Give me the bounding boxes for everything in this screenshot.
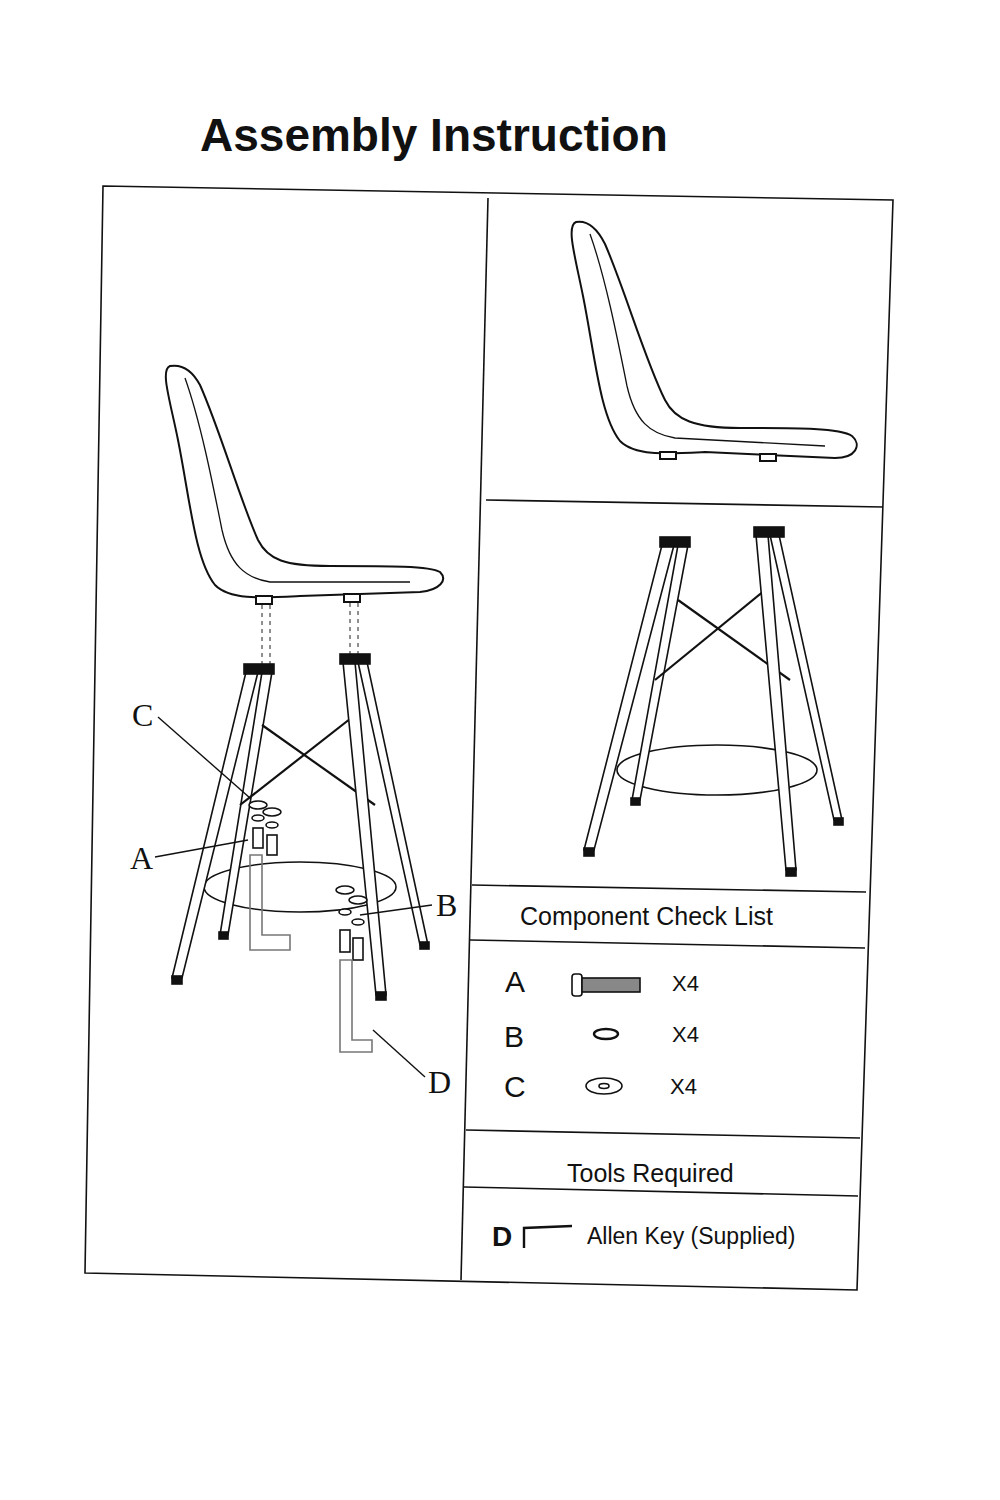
tool-name: Allen Key (Supplied)	[587, 1224, 795, 1249]
tool-letter: D	[492, 1222, 512, 1253]
callout-letter: B	[436, 888, 457, 923]
callout-letter: C	[132, 698, 153, 733]
part-quantity: X4	[672, 1023, 699, 1047]
callout-letter: A	[130, 841, 153, 876]
part-quantity: X4	[672, 972, 699, 996]
table-heading: Component Check List	[520, 903, 773, 931]
page-title: Assembly Instruction	[200, 110, 668, 161]
part-letter: A	[505, 965, 525, 998]
callout-letter: D	[428, 1065, 451, 1100]
table-heading: Tools Required	[567, 1160, 734, 1188]
part-letter: B	[504, 1020, 524, 1053]
part-letter: C	[504, 1070, 526, 1103]
part-quantity: X4	[670, 1075, 697, 1099]
